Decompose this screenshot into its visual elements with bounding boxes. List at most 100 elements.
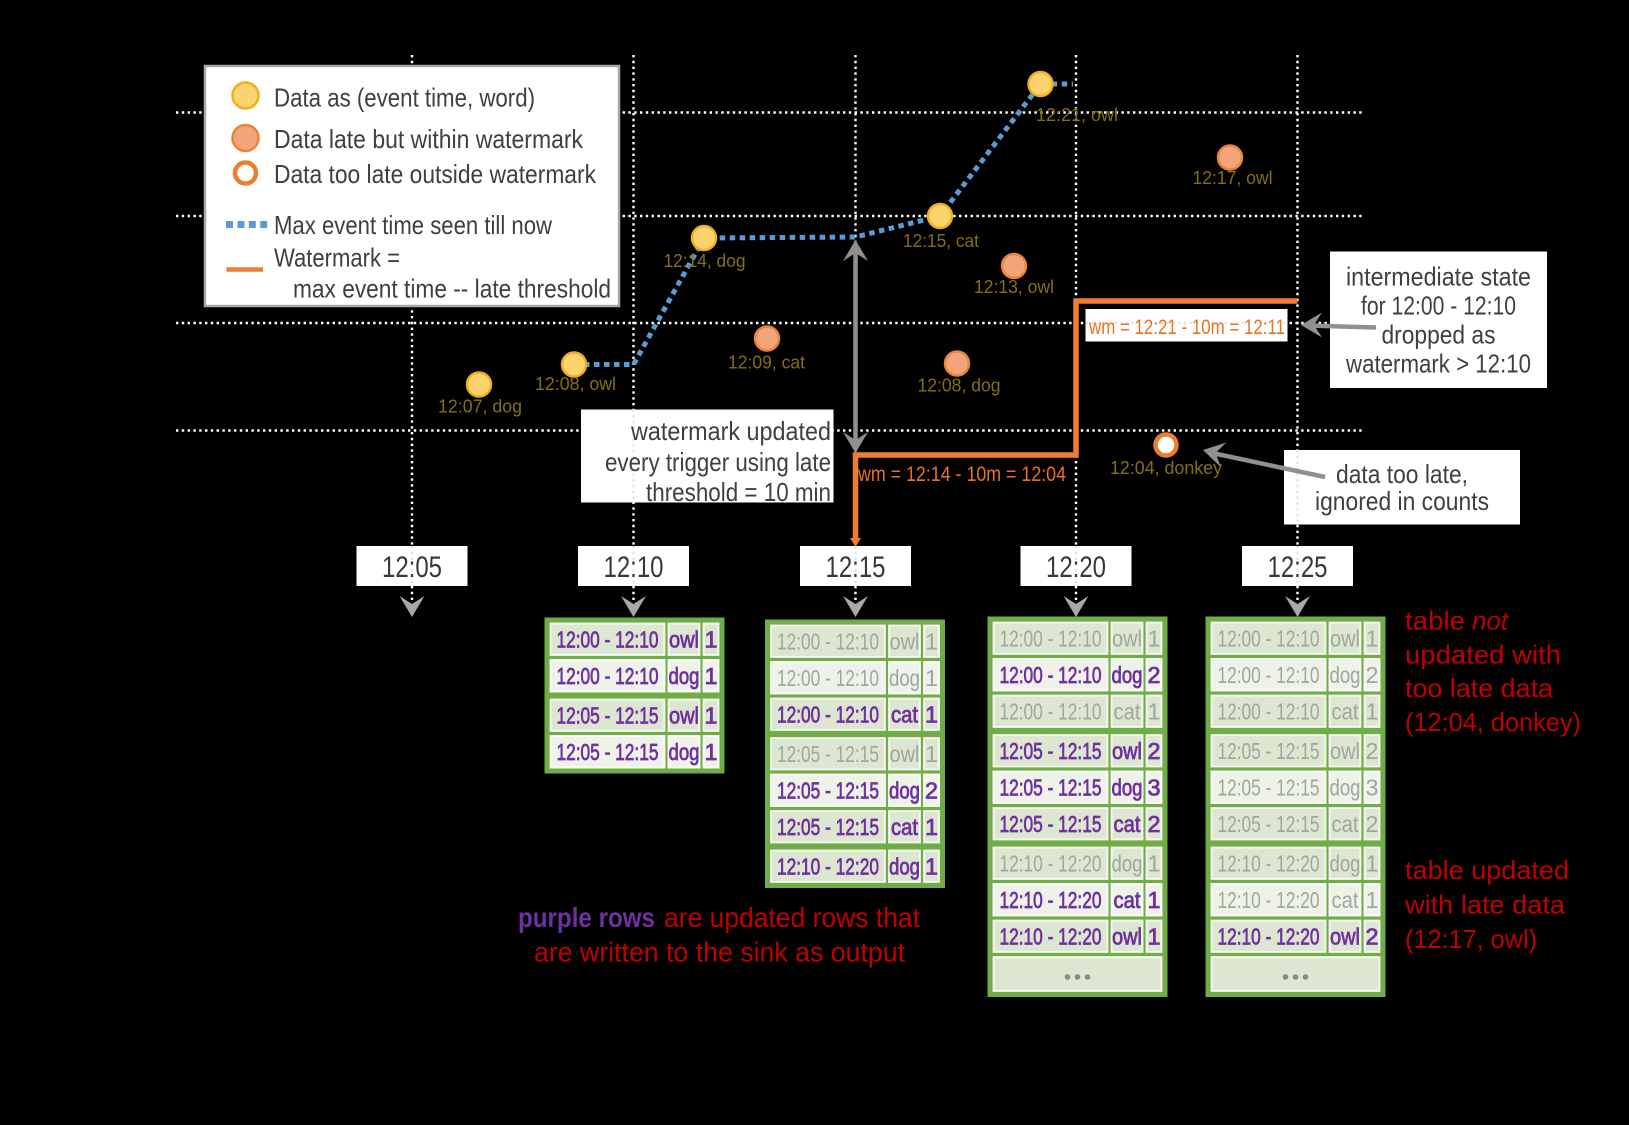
svg-text:12:00 - 12:10: 12:00 - 12:10 xyxy=(777,701,879,727)
svg-text:1: 1 xyxy=(1148,923,1161,949)
svg-text:too late data: too late data xyxy=(1405,673,1554,703)
svg-text:dog: dog xyxy=(1112,850,1143,876)
svg-text:1: 1 xyxy=(925,741,938,767)
svg-text:1: 1 xyxy=(705,626,718,652)
svg-text:owl: owl xyxy=(1112,923,1142,949)
svg-text:12:08, dog: 12:08, dog xyxy=(918,375,1001,396)
svg-text:12:00 - 12:10: 12:00 - 12:10 xyxy=(1000,662,1102,688)
svg-text:1: 1 xyxy=(705,663,718,689)
svg-text:watermark > 12:10: watermark > 12:10 xyxy=(1345,349,1531,379)
svg-text:12:20: 12:20 xyxy=(1046,551,1106,584)
svg-text:dog: dog xyxy=(669,663,700,689)
svg-text:wm = 12:14 - 10m = 12:04: wm = 12:14 - 10m = 12:04 xyxy=(857,463,1066,486)
svg-text:wm = 12:21 - 10m = 12:11: wm = 12:21 - 10m = 12:11 xyxy=(1088,316,1285,339)
svg-text:owl: owl xyxy=(1330,738,1360,764)
svg-text:12:00 - 12:10: 12:00 - 12:10 xyxy=(1218,625,1320,651)
svg-text:Max event time seen till now: Max event time seen till now xyxy=(274,210,552,240)
svg-text:12:00 - 12:10: 12:00 - 12:10 xyxy=(1000,625,1102,651)
svg-text:1: 1 xyxy=(1148,887,1161,913)
svg-text:12:05 - 12:15: 12:05 - 12:15 xyxy=(777,777,879,803)
svg-text:12:05 - 12:15: 12:05 - 12:15 xyxy=(1218,738,1320,764)
svg-text:12:08, owl: 12:08, owl xyxy=(535,373,616,394)
svg-text:12:10 - 12:20: 12:10 - 12:20 xyxy=(1000,887,1102,913)
svg-text:dog: dog xyxy=(1330,850,1361,876)
svg-text:12:05 - 12:15: 12:05 - 12:15 xyxy=(1218,774,1320,800)
svg-text:12:00 - 12:10: 12:00 - 12:10 xyxy=(557,663,659,689)
svg-text:1: 1 xyxy=(1366,698,1379,724)
svg-text:2: 2 xyxy=(925,777,938,803)
svg-text:12:00 - 12:10: 12:00 - 12:10 xyxy=(1000,698,1102,724)
svg-text:owl: owl xyxy=(669,626,699,652)
svg-text:owl: owl xyxy=(1330,923,1360,949)
svg-text:12:15: 12:15 xyxy=(826,551,886,584)
svg-text:12:10 - 12:20: 12:10 - 12:20 xyxy=(1218,850,1320,876)
svg-text:12:00 - 12:10: 12:00 - 12:10 xyxy=(777,665,879,691)
svg-text:2: 2 xyxy=(1148,662,1161,688)
svg-text:12:10 - 12:20: 12:10 - 12:20 xyxy=(1000,850,1102,876)
svg-text:12:05 - 12:15: 12:05 - 12:15 xyxy=(1000,811,1102,837)
svg-text:12:15, cat: 12:15, cat xyxy=(903,230,979,251)
svg-text:max event time -- late thresho: max event time -- late threshold xyxy=(293,273,611,303)
svg-text:1: 1 xyxy=(1366,625,1379,651)
svg-text:dog: dog xyxy=(1330,662,1361,688)
svg-text:12:00 - 12:10: 12:00 - 12:10 xyxy=(557,626,659,652)
svg-text:dropped as: dropped as xyxy=(1382,320,1496,350)
svg-text:(12:17, owl): (12:17, owl) xyxy=(1405,924,1537,954)
svg-text:2: 2 xyxy=(1366,662,1379,688)
svg-text:1: 1 xyxy=(1148,625,1161,651)
svg-text:dog: dog xyxy=(1330,774,1361,800)
svg-text:cat: cat xyxy=(1114,698,1142,724)
svg-text:12:05 - 12:15: 12:05 - 12:15 xyxy=(777,741,879,767)
svg-text:12:13, owl: 12:13, owl xyxy=(974,276,1054,297)
svg-text:2: 2 xyxy=(1366,738,1379,764)
svg-text:data too late,: data too late, xyxy=(1336,459,1468,489)
svg-text:12:05 - 12:15: 12:05 - 12:15 xyxy=(777,814,879,840)
svg-text:cat: cat xyxy=(1332,811,1360,837)
svg-text:12:10 - 12:20: 12:10 - 12:20 xyxy=(1218,923,1320,949)
svg-text:12:00 - 12:10: 12:00 - 12:10 xyxy=(1218,662,1320,688)
svg-text:table: table xyxy=(1405,606,1465,636)
svg-text:owl: owl xyxy=(1112,625,1142,651)
svg-text:owl: owl xyxy=(890,741,920,767)
svg-text:12:14, dog: 12:14, dog xyxy=(664,250,746,271)
svg-text:owl: owl xyxy=(1330,625,1360,651)
svg-text:1: 1 xyxy=(1366,850,1379,876)
svg-text:1: 1 xyxy=(705,702,718,728)
svg-text:dog: dog xyxy=(1112,662,1143,688)
svg-text:12:00 - 12:10: 12:00 - 12:10 xyxy=(1218,698,1320,724)
svg-text:Data too late outside watermar: Data too late outside watermark xyxy=(274,159,597,189)
svg-text:1: 1 xyxy=(925,701,938,727)
svg-text:updated with: updated with xyxy=(1405,640,1561,670)
svg-text:2: 2 xyxy=(1148,811,1161,837)
svg-text:with late data: with late data xyxy=(1404,890,1566,920)
svg-text:12:07, dog: 12:07, dog xyxy=(438,396,522,417)
svg-text:12:10: 12:10 xyxy=(604,551,664,584)
svg-text:cat: cat xyxy=(1114,811,1142,837)
svg-text:12:05 - 12:15: 12:05 - 12:15 xyxy=(1000,774,1102,800)
svg-text:1: 1 xyxy=(925,853,938,879)
svg-text:(12:04, donkey): (12:04, donkey) xyxy=(1405,707,1581,737)
svg-text:cat: cat xyxy=(891,814,919,840)
svg-text:threshold = 10 min: threshold = 10 min xyxy=(646,477,831,507)
svg-text:2: 2 xyxy=(1148,738,1161,764)
svg-text:2: 2 xyxy=(1366,923,1379,949)
svg-text:Data as (event time, word): Data as (event time, word) xyxy=(274,82,535,112)
svg-text:cat: cat xyxy=(1114,887,1142,913)
svg-text:Watermark =: Watermark = xyxy=(274,242,400,272)
svg-text:dog: dog xyxy=(889,777,920,803)
svg-text:1: 1 xyxy=(925,628,938,654)
svg-text:dog: dog xyxy=(669,739,700,765)
svg-text:12:04, donkey: 12:04, donkey xyxy=(1110,457,1223,478)
svg-text:1: 1 xyxy=(1148,698,1161,724)
svg-text:dog: dog xyxy=(889,853,920,879)
svg-text:2: 2 xyxy=(1366,811,1379,837)
svg-text:table updated: table updated xyxy=(1405,855,1569,885)
svg-text:12:05 - 12:15: 12:05 - 12:15 xyxy=(1218,811,1320,837)
svg-text:for 12:00 - 12:10: for 12:00 - 12:10 xyxy=(1361,291,1516,321)
svg-text:12:10 - 12:20: 12:10 - 12:20 xyxy=(1000,923,1102,949)
svg-text:12:17, owl: 12:17, owl xyxy=(1193,167,1273,188)
svg-text:dog: dog xyxy=(889,665,920,691)
svg-text:every trigger using late: every trigger using late xyxy=(605,447,831,477)
svg-text:watermark updated: watermark updated xyxy=(630,416,831,446)
svg-text:3: 3 xyxy=(1148,774,1161,800)
